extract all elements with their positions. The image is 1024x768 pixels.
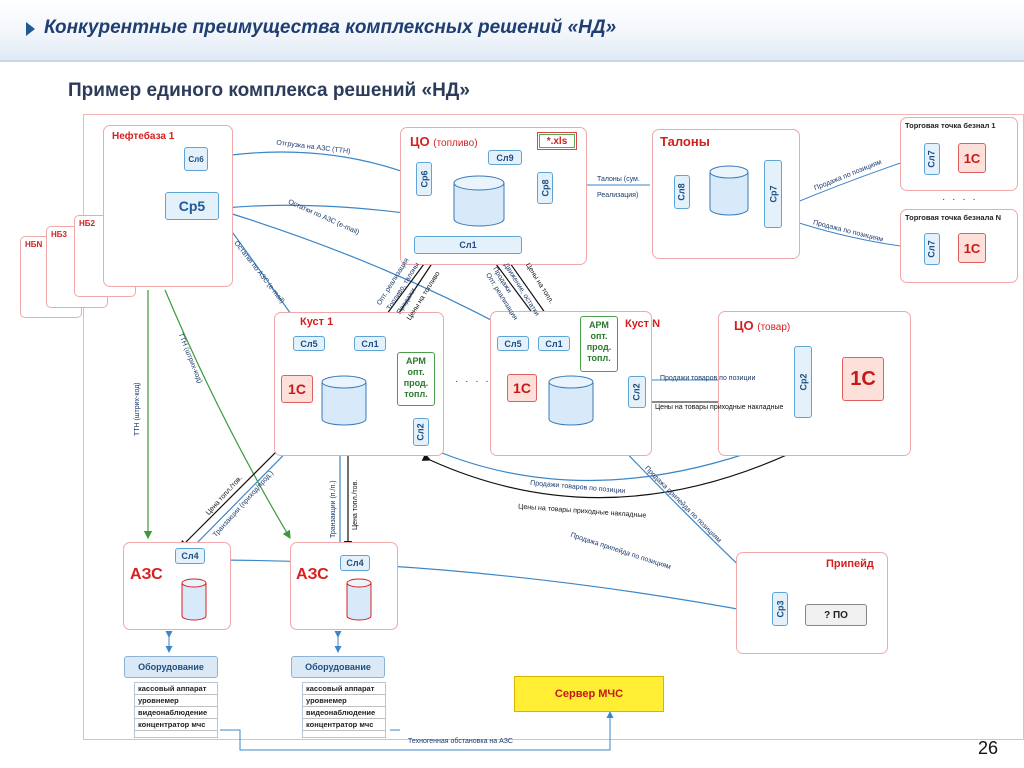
talons-link-label2: Реализация) <box>597 192 639 199</box>
clusterN-database-icon <box>548 375 594 426</box>
header-divider <box>0 60 1024 62</box>
co-fuel-sl9[interactable]: Сл9 <box>488 150 522 165</box>
tradeN-sl7[interactable]: Сл7 <box>924 233 940 265</box>
clusterN-sl5[interactable]: Сл5 <box>497 336 529 351</box>
cluster1-sl5[interactable]: Сл5 <box>293 336 325 351</box>
oilbase-title: Нефтебаза 1 <box>112 131 175 142</box>
oilbase-stack-label: НБN <box>25 240 43 249</box>
co-fuel-sp6[interactable]: Ср6 <box>416 162 432 196</box>
bullet-triangle-icon <box>26 22 35 36</box>
trade-dots: · · · · <box>942 194 978 205</box>
oilbase-stack-label: НБ2 <box>79 219 95 228</box>
co-fuel-title: ЦО (топливо) <box>410 134 478 149</box>
prepaid-sr3[interactable]: Ср3 <box>772 592 788 626</box>
azs1-title: АЗС <box>130 566 163 583</box>
equipment-item: видеонаблюдение <box>135 707 217 719</box>
clusterN-1c[interactable]: 1С <box>507 374 537 402</box>
equipment-item: кассовый аппарат <box>135 683 217 695</box>
clusterN-sl2[interactable]: Сл2 <box>628 376 646 408</box>
trade1-1c[interactable]: 1С <box>958 143 986 173</box>
trade1-sl7[interactable]: Сл7 <box>924 143 940 175</box>
equipment-item: видеонаблюдение <box>303 707 385 719</box>
label-goods-sales1: Продажи товаров по позиции <box>660 375 756 382</box>
slide-subtitle: Пример единого комплекса решений «НД» <box>68 80 470 101</box>
tradeN-1c[interactable]: 1С <box>958 233 986 263</box>
co-goods-sr2[interactable]: Ср2 <box>794 346 812 418</box>
cluster1-sl1[interactable]: Сл1 <box>354 336 386 351</box>
slide-title: Конкурентные преимущества комплексных ре… <box>44 17 617 38</box>
header-band <box>0 0 1024 62</box>
cluster1-title: Куст 1 <box>300 316 334 328</box>
trade-point-1-title: Торговая точка безнал 1 <box>905 121 996 130</box>
equipment1-title[interactable]: Оборудование <box>124 656 218 678</box>
label-technogenic: Техногенная обстановка на АЗС <box>408 738 513 745</box>
equipment1-list: кассовый аппарат уровнемер видеонаблюден… <box>134 682 218 738</box>
mchs-server[interactable]: Сервер МЧС <box>514 676 664 712</box>
talons-sr7[interactable]: Ср7 <box>764 160 782 228</box>
co-fuel-database-icon <box>453 175 505 227</box>
cluster1-database-icon <box>321 375 367 426</box>
label-goods-prices1: Цены на товары приходные накладные <box>655 404 784 411</box>
prepaid-po[interactable]: ? ПО <box>805 604 867 626</box>
azs1-database-icon <box>181 578 207 621</box>
xls-file[interactable]: *.xls <box>537 132 577 150</box>
label-transactions-pl: Транзакции (п./п.) <box>330 480 337 538</box>
azs2-title: АЗС <box>296 566 329 583</box>
oilbase-sr5[interactable]: Ср5 <box>165 192 219 220</box>
talons-link-label1: Талоны (сум. <box>597 176 640 183</box>
cluster1-sl2[interactable]: Сл2 <box>413 418 429 446</box>
oilbase-sl6[interactable]: Сл6 <box>184 147 208 171</box>
page-number: 26 <box>977 738 998 758</box>
azs1-sl4[interactable]: Сл4 <box>175 548 205 564</box>
azs2-sl4[interactable]: Сл4 <box>340 555 370 571</box>
between-clusters-dots: · · · · <box>455 376 491 387</box>
equipment2-title[interactable]: Оборудование <box>291 656 385 678</box>
prepaid-box <box>736 552 888 654</box>
equipment2-list: кассовый аппарат уровнемер видеонаблюден… <box>302 682 386 738</box>
equipment-item: концентратор мчс <box>135 719 217 731</box>
label-fuel-price2: Цена топл./тов. <box>352 479 359 530</box>
cluster1-1c[interactable]: 1С <box>281 375 313 403</box>
oilbase-stack-label: НБ3 <box>51 230 67 239</box>
clusterN-title: Куст N <box>625 318 661 330</box>
equipment-item: концентратор мчс <box>303 719 385 731</box>
trade-point-n-title: Торговая точка безнала N <box>905 213 1002 222</box>
equipment-item: уровнемер <box>303 695 385 707</box>
prepaid-title: Припейд <box>826 558 874 570</box>
azs2-database-icon <box>346 578 372 621</box>
label-ttn-barcode1: ТТН (штрих-код) <box>134 382 141 436</box>
co-fuel-sr8[interactable]: Ср8 <box>537 172 553 204</box>
talons-database-icon <box>709 165 749 216</box>
equipment-item: уровнемер <box>135 695 217 707</box>
co-goods-title: ЦО (товар) <box>734 318 791 333</box>
co-goods-1c[interactable]: 1С <box>842 357 884 401</box>
clusterN-sl1[interactable]: Сл1 <box>538 336 570 351</box>
co-fuel-sl1[interactable]: Сл1 <box>414 236 522 254</box>
talons-title: Талоны <box>660 134 710 149</box>
equipment-item: кассовый аппарат <box>303 683 385 695</box>
talons-sl8[interactable]: Сл8 <box>674 175 690 209</box>
